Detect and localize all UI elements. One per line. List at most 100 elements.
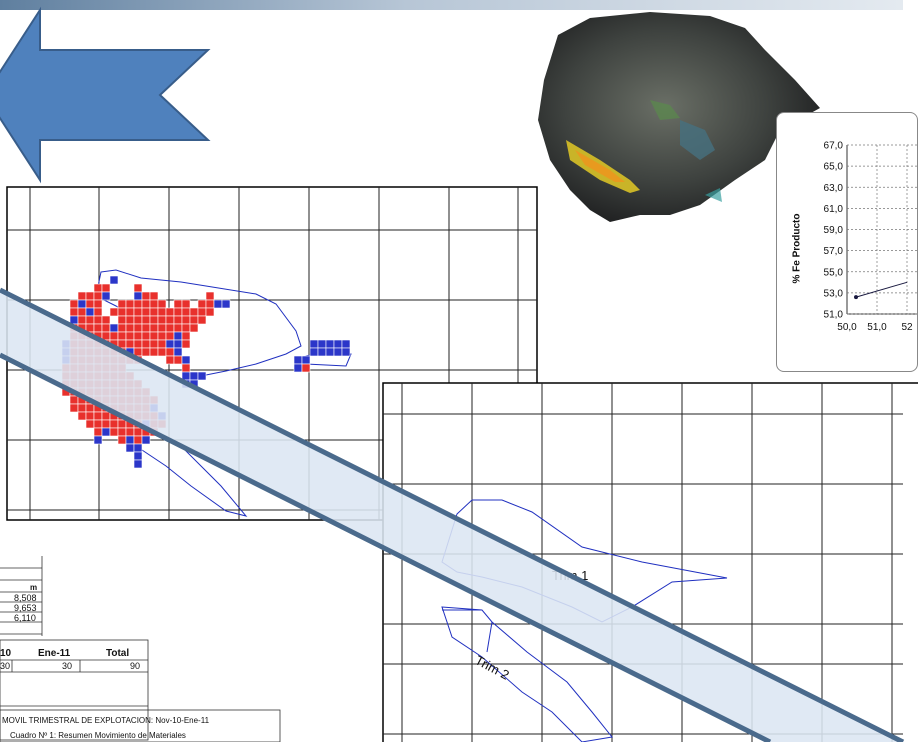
ore-block-red (93, 363, 103, 373)
ore-block-red (141, 411, 151, 421)
ore-block-red (133, 323, 143, 333)
ore-block-red (149, 427, 159, 437)
ore-block-red (181, 331, 191, 341)
ore-block-red (93, 355, 103, 365)
ore-block-red (101, 323, 111, 333)
ore-block-red (133, 347, 143, 357)
ore-block-red (149, 323, 159, 333)
ore-block-red (205, 307, 215, 317)
ore-block-red (141, 403, 151, 413)
ore-block-blue (317, 339, 327, 349)
ore-block-blue (181, 379, 191, 389)
ore-block-red (133, 411, 143, 421)
ore-block-red (149, 395, 159, 405)
ore-block-red (133, 299, 143, 309)
ore-block-red (85, 387, 95, 397)
ore-block-red (77, 291, 87, 301)
ore-block-red (157, 339, 167, 349)
ore-block-red (125, 307, 135, 317)
ore-block-blue (197, 371, 207, 381)
ore-block-red (141, 427, 151, 437)
ore-block-red (93, 427, 103, 437)
ore-block-red (109, 427, 119, 437)
ore-block-red (69, 307, 79, 317)
ore-block-red (77, 331, 87, 341)
ore-block-red (109, 331, 119, 341)
ore-block-red (101, 411, 111, 421)
y-tick-label: 67,0 (824, 141, 844, 152)
ore-block-blue (101, 427, 111, 437)
ore-block-blue (333, 347, 343, 357)
ore-block-red (69, 355, 79, 365)
ore-block-red (109, 371, 119, 381)
ore-block-blue (69, 315, 79, 325)
ore-block-red (93, 291, 103, 301)
ore-block-blue (341, 339, 351, 349)
ore-block-red (93, 371, 103, 381)
ore-block-red (69, 299, 79, 309)
ore-block-red (109, 355, 119, 365)
table-grid-lines (0, 556, 281, 742)
ore-block-red (85, 347, 95, 357)
ore-block-red (125, 395, 135, 405)
ore-block-red (69, 387, 79, 397)
ore-block-red (61, 371, 71, 381)
summary-tables: m 8,508 9,653 6,110 10 Ene-11 Total 30 3… (0, 556, 290, 742)
ore-block-red (69, 339, 79, 349)
ore-block-red (125, 419, 135, 429)
table1-header: m (30, 583, 38, 592)
ore-block-red (149, 419, 159, 429)
ore-block-red (77, 387, 87, 397)
ore-block-red (133, 315, 143, 325)
ore-block-red (133, 307, 143, 317)
ore-block-red (117, 411, 127, 421)
ore-block-red (77, 371, 87, 381)
ore-block-red (101, 283, 111, 293)
ore-block-red (109, 339, 119, 349)
ore-block-red (133, 387, 143, 397)
ore-block-blue (141, 419, 151, 429)
x-tick-label: 51,0 (867, 322, 887, 333)
ore-block-red (157, 419, 167, 429)
ore-block-blue (77, 299, 87, 309)
ore-block-red (77, 355, 87, 365)
ore-block-blue (189, 379, 199, 389)
ore-block-red (117, 307, 127, 317)
ore-block-red (141, 347, 151, 357)
ore-block-red (101, 379, 111, 389)
ore-block-red (117, 323, 127, 333)
series-line (855, 281, 908, 298)
ore-block-blue (141, 435, 151, 445)
ore-block-red (117, 371, 127, 381)
data-point (854, 295, 858, 300)
ore-block-red (133, 355, 143, 365)
ore-block-red (157, 299, 167, 309)
lower-plan-map (382, 382, 918, 742)
ore-block-blue (61, 339, 71, 349)
ore-block-red (101, 331, 111, 341)
ore-block-red (125, 387, 135, 397)
ore-block-red (101, 355, 111, 365)
ore-block-red (77, 363, 87, 373)
ore-block-red (149, 299, 159, 309)
ore-block-red (93, 411, 103, 421)
ore-block-red (93, 379, 103, 389)
ore-block-red (117, 299, 127, 309)
ore-block-red (85, 355, 95, 365)
ore-block-red (109, 363, 119, 373)
ore-block-red (109, 379, 119, 389)
ore-block-red (133, 435, 143, 445)
ore-block-red (77, 403, 87, 413)
ore-block-blue (101, 291, 111, 301)
ore-block-red (101, 347, 111, 357)
ore-block-blue (181, 371, 191, 381)
ore-block-red (85, 291, 95, 301)
ore-block-blue (149, 403, 159, 413)
ore-block-red (125, 299, 135, 309)
left-arrow-shape (0, 6, 211, 184)
x-tick-label: 50,0 (837, 322, 857, 333)
ore-block-red (149, 331, 159, 341)
ore-block-red (117, 395, 127, 405)
ore-block-red (109, 403, 119, 413)
y-tick-label: 51,0 (824, 310, 844, 321)
